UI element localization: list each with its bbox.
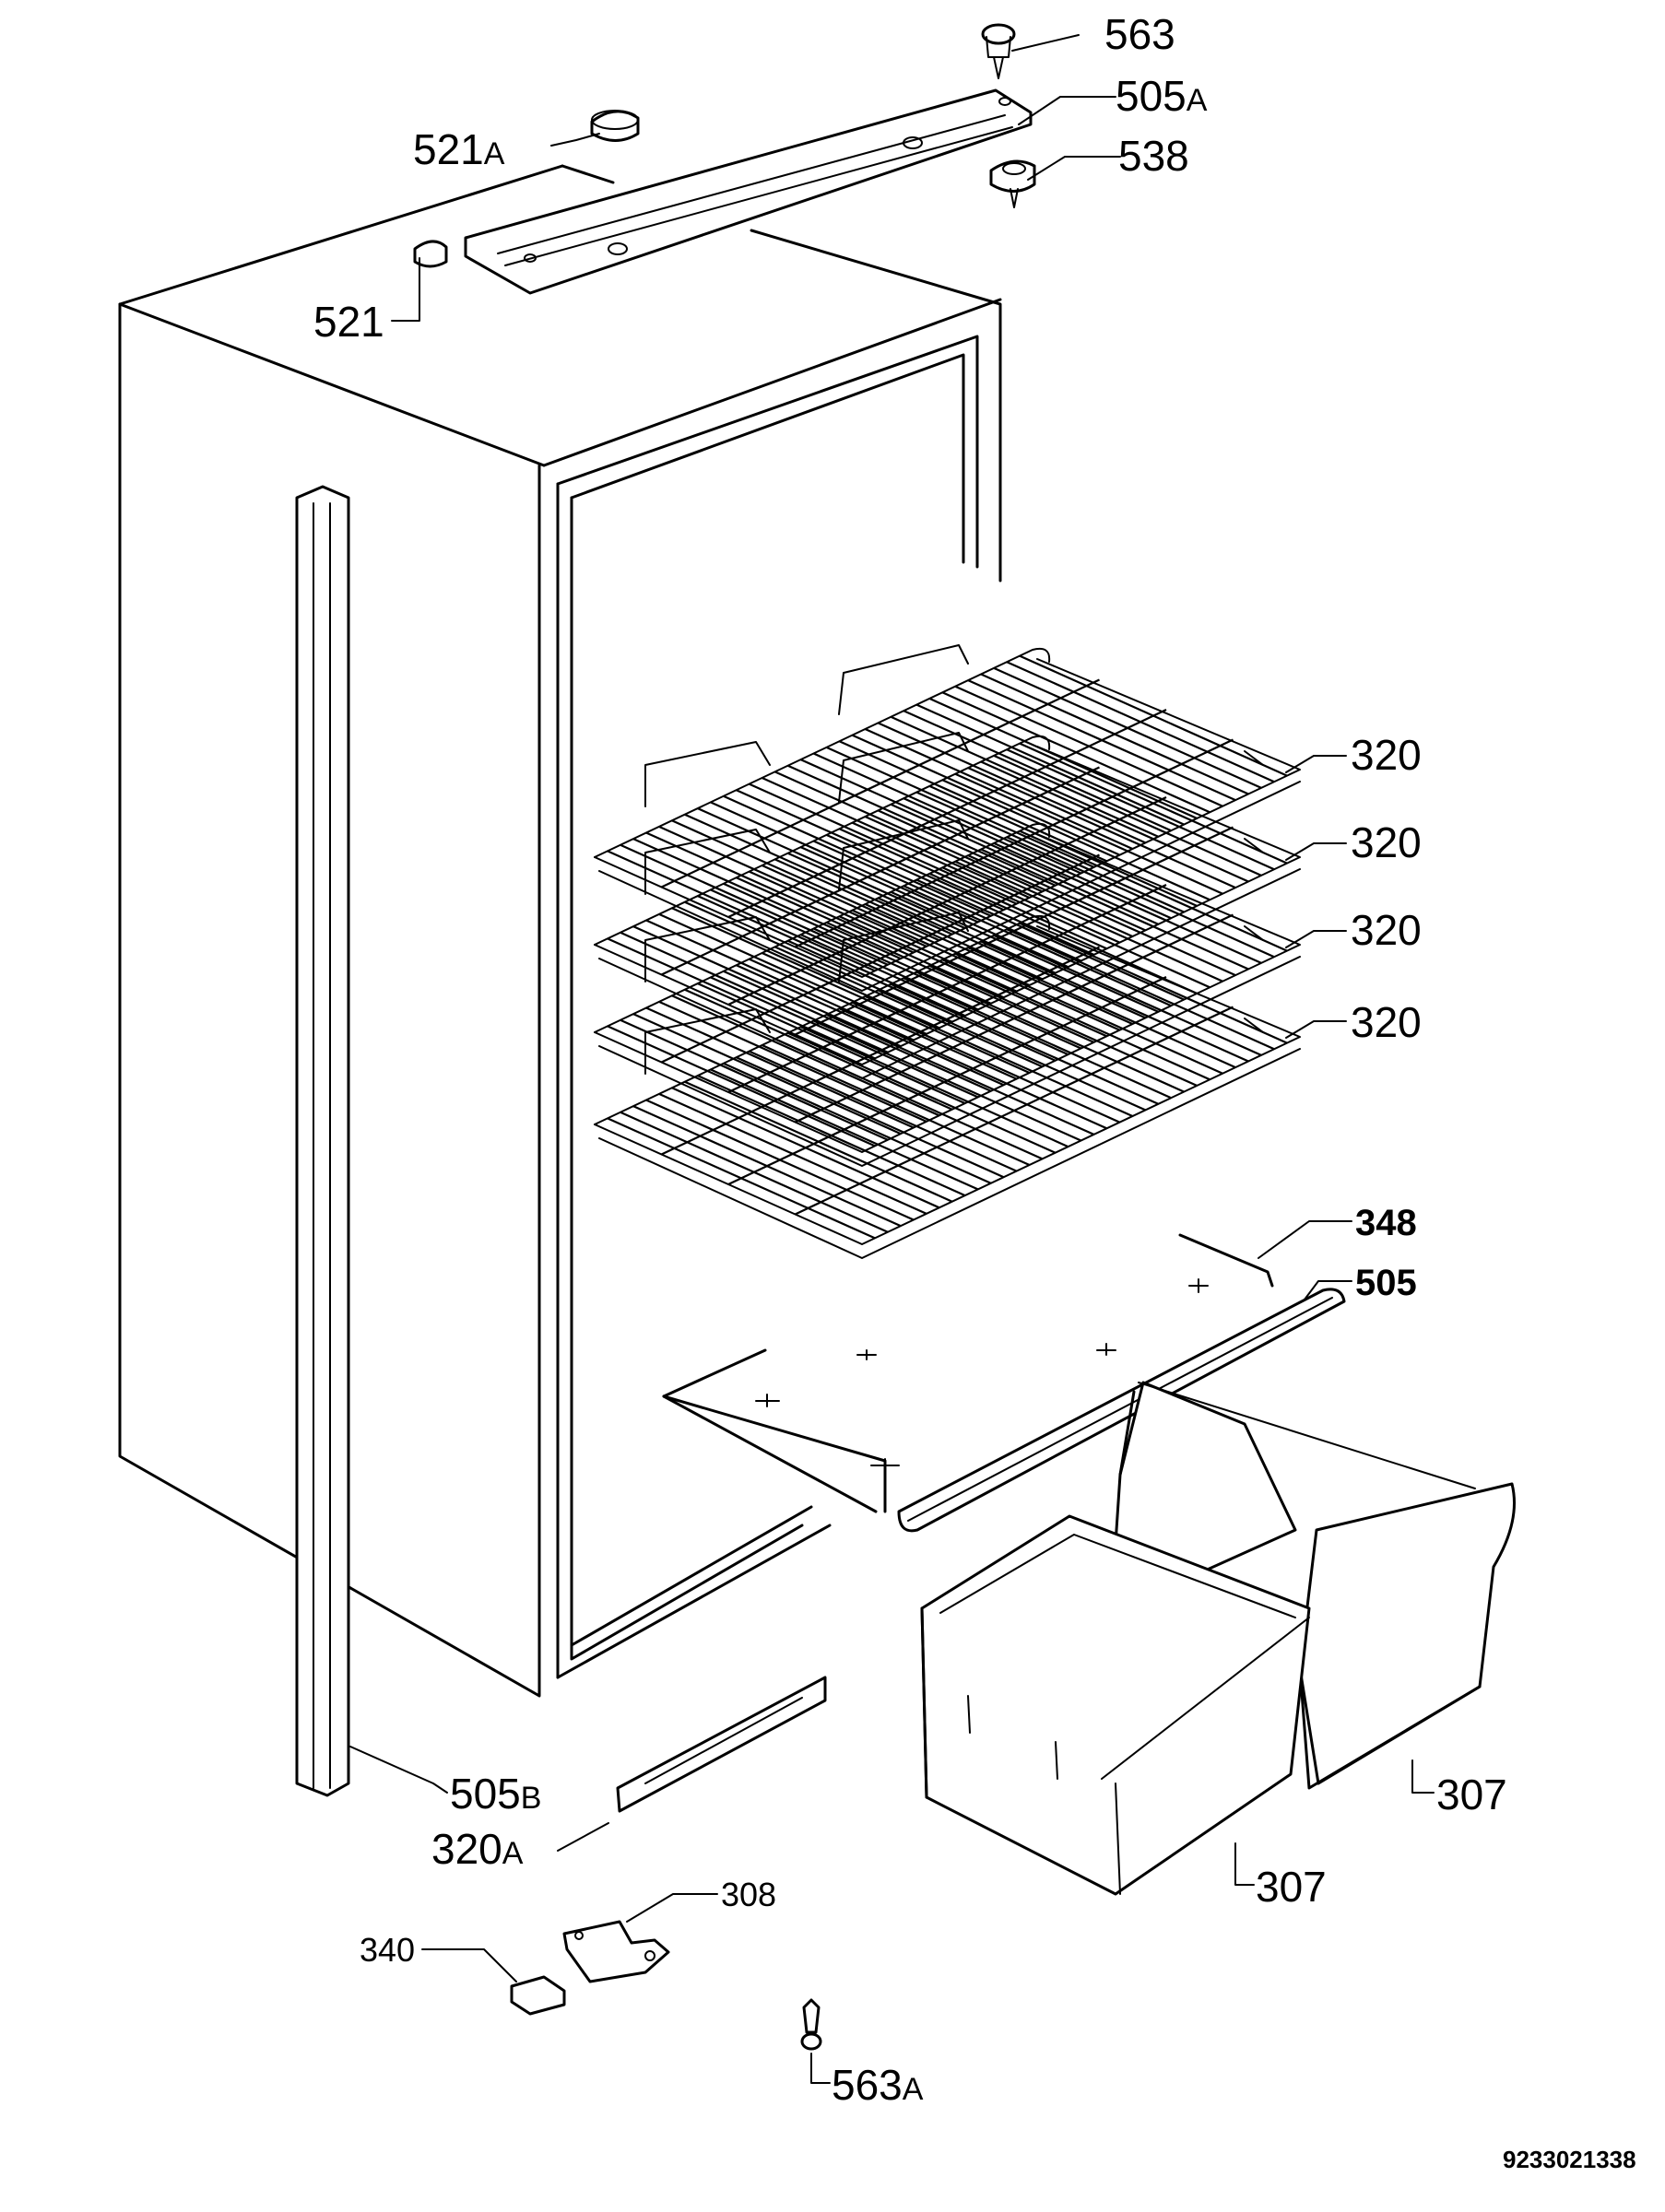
label-563a: 563A [832,2061,924,2109]
cap-521a [590,110,640,142]
cabinet [118,164,1002,1698]
wire-shelf [594,732,1301,1079]
cap-521 [413,240,448,268]
label-505b: 505B [450,1770,541,1818]
label-320-2: 320 [1351,818,1422,866]
label-308: 308 [721,1876,776,1913]
hinge-pin-538 [989,159,1036,208]
foot-563a [800,1998,822,2051]
wire-shelf [594,644,1301,992]
label-538: 538 [1118,132,1189,180]
crisper-drawer-left [920,1514,1311,1896]
kick-plate-320a [616,1676,827,1813]
label-307-left: 307 [1256,1863,1327,1911]
label-320-3: 320 [1351,906,1422,954]
label-320a: 320A [431,1825,524,1873]
leader-lines [349,34,1435,2084]
hinge-308 [562,1920,670,1983]
label-505a: 505A [1116,72,1208,120]
label-340: 340 [360,1931,415,1969]
label-505: 505 [1355,1263,1417,1303]
wire-shelf [594,819,1301,1167]
label-320-4: 320 [1351,998,1422,1046]
wire-shelves [594,644,1301,1259]
label-521a: 521A [413,125,505,173]
glass-shelf-348 [662,1233,1274,1513]
label-307-right: 307 [1436,1771,1507,1818]
wire-shelf [594,912,1301,1259]
part-labels: 563 505A 538 521A 521 320 320 320 320 34… [313,10,1636,2173]
label-563: 563 [1104,10,1175,58]
label-320-1: 320 [1351,731,1422,779]
block-340 [510,1975,566,2016]
top-hinge-bracket [464,88,1033,295]
front-trim-505 [897,1288,1346,1533]
seal-strip-505b [295,485,350,1797]
document-id: 9233021338 [1503,2146,1636,2173]
screw-563 [981,23,1016,79]
label-348: 348 [1355,1203,1417,1243]
label-521: 521 [313,298,384,346]
